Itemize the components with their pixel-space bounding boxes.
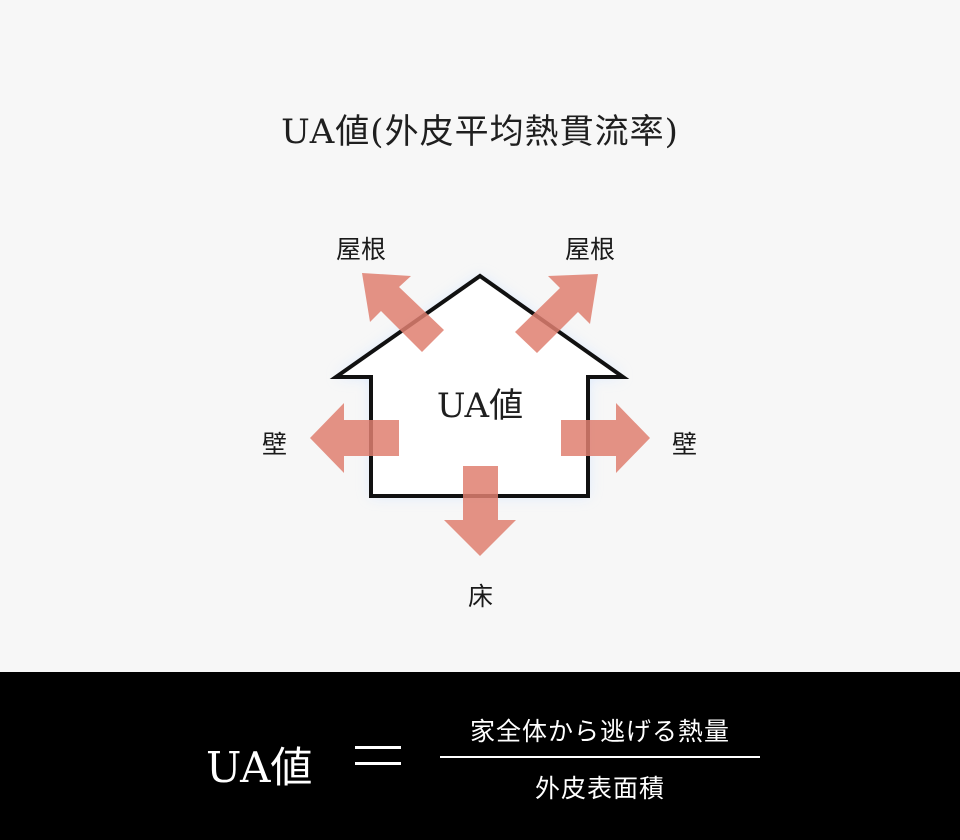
equals-bottom-bar [355, 762, 401, 765]
formula-numerator: 家全体から逃げる熱量 [469, 717, 730, 746]
equals-sign: ＝ [355, 746, 401, 766]
roof-right-label: 屋根 [565, 235, 616, 264]
floor-arrow [444, 466, 516, 556]
fraction-line [440, 756, 760, 758]
equals-top-bar [355, 746, 401, 749]
wall-right-label: 壁 [672, 430, 698, 459]
floor-label: 床 [468, 582, 494, 611]
diagram-title: UA値(外皮平均熱貫流率) [281, 112, 679, 152]
roof-right-arrow [515, 274, 598, 353]
wall-left-arrow [310, 403, 399, 473]
house-center-label: UA値 [436, 386, 524, 426]
formula-left-term: UA値 [206, 743, 313, 792]
roof-left-label: 屋根 [336, 235, 387, 264]
formula-denominator: 外皮表面積 [534, 774, 665, 803]
wall-right-arrow [561, 403, 650, 473]
roof-left-arrow [362, 273, 444, 352]
formula-footer: UA値 ＝ 家全体から逃げる熱量 外皮表面積 [0, 672, 960, 840]
wall-left-label: 壁 [262, 430, 288, 459]
